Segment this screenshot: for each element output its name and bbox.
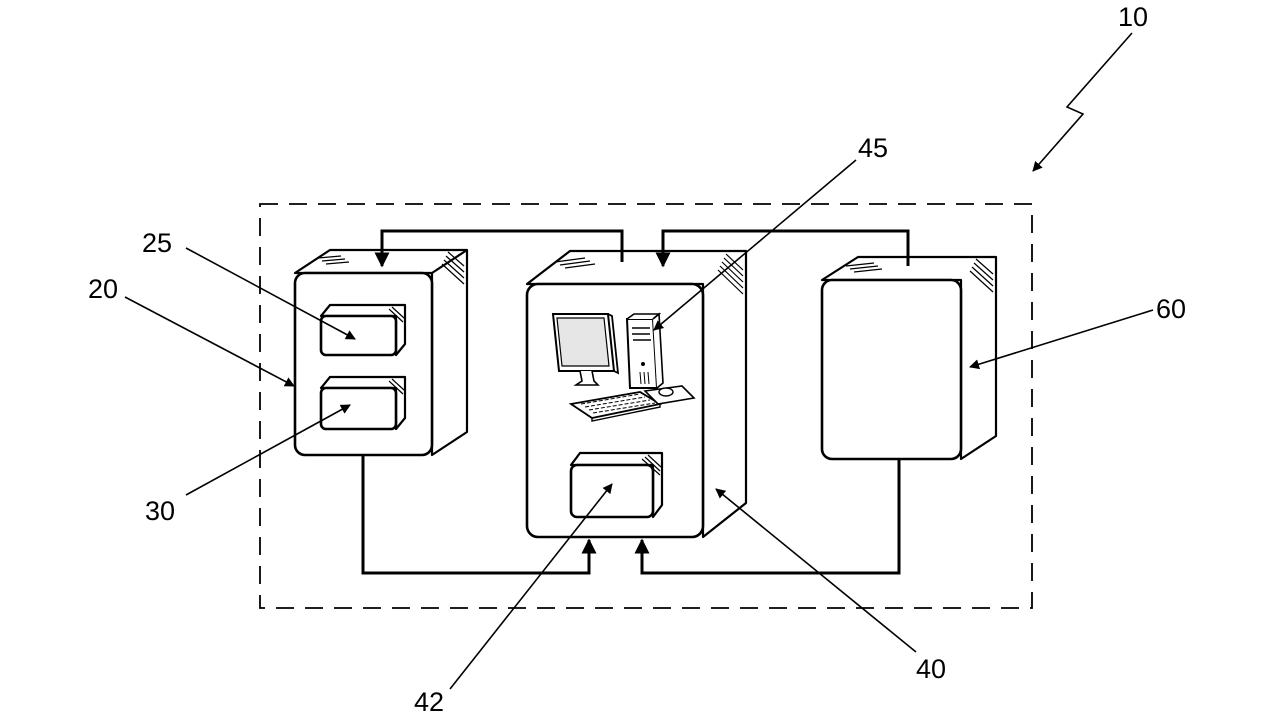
leader-central-unit: [715, 488, 917, 653]
third-unit-box: [820, 255, 998, 461]
ref-label-30: 30: [145, 496, 175, 526]
second-component-box: [319, 375, 407, 431]
ref-label-60: 60: [1156, 294, 1186, 324]
first-component-box: [319, 303, 407, 357]
ref-label-42: 42: [414, 687, 444, 717]
leader-computer: [653, 159, 857, 331]
link-central-to-first-top: [374, 229, 624, 268]
link-third-to-central-top: [655, 229, 910, 268]
ref-label-20: 20: [88, 274, 118, 304]
link-third-to-central-bottom: [634, 459, 901, 575]
leader-second-component: [185, 404, 351, 496]
ref-label-10: 10: [1118, 2, 1148, 32]
central-module-box: [569, 451, 664, 519]
leader-first-component: [185, 247, 356, 340]
computer-workstation-icon: [551, 312, 696, 422]
ref-label-40: 40: [916, 654, 946, 684]
system-boundary: [259, 203, 1033, 609]
ref-label-45: 45: [858, 133, 888, 163]
leader-central-module: [449, 483, 613, 690]
link-first-to-central-bottom: [361, 455, 597, 575]
leader-first-unit: [124, 296, 295, 387]
leader-third-unit: [969, 309, 1154, 370]
leader-system: [1032, 32, 1133, 172]
ref-label-25: 25: [142, 228, 172, 258]
